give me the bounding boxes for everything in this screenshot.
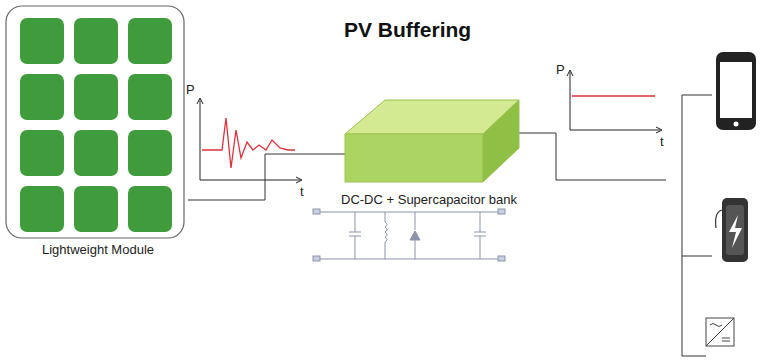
pv-cell bbox=[128, 186, 172, 232]
connector-wire bbox=[188, 154, 345, 200]
pv-cell bbox=[74, 74, 118, 120]
pv-cell bbox=[20, 74, 64, 120]
diagram-title: PV Buffering bbox=[344, 18, 471, 42]
node-label: DC-DC + Supercapacitor bank bbox=[333, 192, 525, 207]
output-power-chart bbox=[567, 70, 662, 133]
phone-icon bbox=[716, 52, 756, 130]
box-side bbox=[483, 100, 519, 182]
pv-cell bbox=[20, 186, 64, 232]
pv-cell bbox=[128, 74, 172, 120]
fluctuating-power-line bbox=[202, 118, 295, 168]
axis-label: t bbox=[300, 184, 304, 199]
pv-cell bbox=[128, 130, 172, 176]
output-wires bbox=[484, 95, 712, 356]
box-drawing bbox=[333, 94, 525, 190]
module-drawing bbox=[4, 4, 192, 240]
buck-converter-schematic bbox=[313, 209, 505, 261]
input-power-chart bbox=[197, 98, 302, 183]
axis-label: P bbox=[556, 62, 565, 77]
pv-cell bbox=[74, 130, 118, 176]
connector-line bbox=[188, 154, 345, 200]
stable-power-line bbox=[572, 95, 655, 96]
pv-cell bbox=[20, 18, 64, 64]
module-frame bbox=[6, 6, 184, 238]
axis-label: t bbox=[660, 134, 664, 149]
pv-cell bbox=[74, 18, 118, 64]
node-label: Lightweight Module bbox=[4, 242, 192, 257]
converter-symbol bbox=[706, 318, 734, 346]
axis-label: P bbox=[186, 82, 195, 97]
power-bank-icon bbox=[716, 198, 748, 262]
pv-module: Lightweight Module bbox=[4, 4, 192, 257]
pv-cell bbox=[20, 130, 64, 176]
pv-cell bbox=[128, 18, 172, 64]
converter-box: DC-DC + Supercapacitor bank bbox=[333, 94, 525, 207]
box-front bbox=[345, 134, 483, 182]
pv-cell bbox=[74, 186, 118, 232]
